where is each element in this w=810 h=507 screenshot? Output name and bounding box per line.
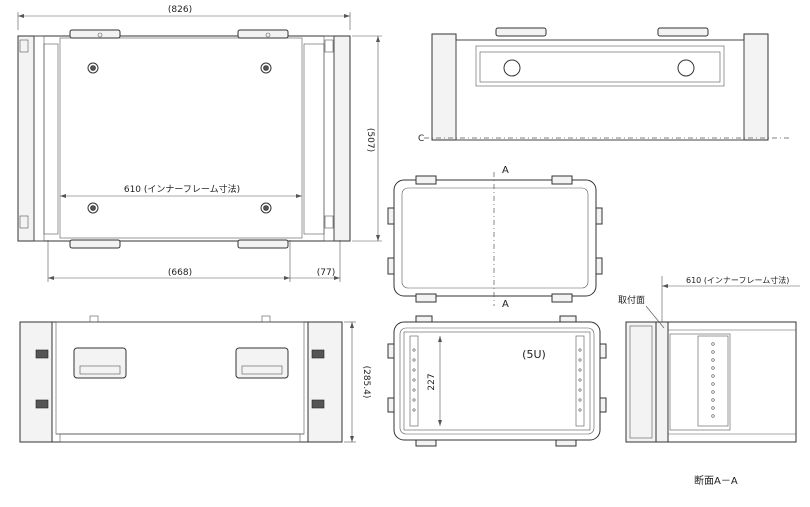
plan-view: A A xyxy=(387,165,603,310)
handle-top-left xyxy=(69,29,121,39)
handle-bottom-left xyxy=(69,239,121,249)
rack-units-label: (5U) xyxy=(522,348,546,361)
center-mark: C xyxy=(418,134,424,144)
top-view-lid xyxy=(59,37,303,239)
foot xyxy=(87,202,99,214)
front-outline xyxy=(19,321,343,443)
foot xyxy=(260,62,272,74)
inner-width-dimension: (668) xyxy=(168,268,192,278)
top-view-outline xyxy=(32,35,336,242)
rack-outline xyxy=(393,321,601,441)
front-handle-left xyxy=(73,347,127,379)
side-view: C xyxy=(418,27,790,144)
top-left-rail xyxy=(17,35,35,242)
handle-bottom-right xyxy=(237,239,289,249)
vent-hole xyxy=(503,59,521,77)
inner-frame-dimension: 610 (インナーフレーム寸法) xyxy=(124,183,240,195)
latch xyxy=(324,215,334,229)
mounting-surface-label: 取付面 xyxy=(618,295,645,306)
front-height-dimension: (285.4) xyxy=(361,366,371,399)
handle xyxy=(657,27,709,37)
latch xyxy=(311,349,325,359)
latch xyxy=(35,349,49,359)
foot xyxy=(260,202,272,214)
vent-hole xyxy=(677,59,695,77)
rail-width-dimension: (77) xyxy=(317,268,335,278)
front-view: (285.4) xyxy=(19,315,371,443)
top-right-rail xyxy=(333,35,351,242)
latch xyxy=(19,215,29,229)
handle-top-right xyxy=(237,29,289,39)
latch xyxy=(19,39,29,53)
top-view: 610 (インナーフレーム寸法) (826) (507) (668) (77) xyxy=(17,5,382,282)
foot xyxy=(87,62,99,74)
overall-width-dimension: (826) xyxy=(168,5,192,15)
latch xyxy=(35,399,49,409)
latch xyxy=(324,39,334,53)
overall-height-dimension: (507) xyxy=(365,128,375,152)
inner-height-dimension: 227 xyxy=(427,373,437,390)
rack-front-view: 227 (5U) xyxy=(387,315,607,447)
handle xyxy=(495,27,547,37)
section-inner-frame-dimension: 610 (インナーフレーム寸法) xyxy=(686,275,789,285)
section-title: 断面A－A xyxy=(694,474,738,487)
section-view: 610 (インナーフレーム寸法) 取付面 断面A－A xyxy=(618,275,800,487)
latch xyxy=(311,399,325,409)
plan-outline xyxy=(393,179,597,297)
side-panel xyxy=(475,45,725,87)
side-view-outline xyxy=(439,39,761,141)
front-handle-right xyxy=(235,347,289,379)
section-mark-bottom: A xyxy=(502,299,509,310)
section-mark-top: A xyxy=(502,165,509,176)
